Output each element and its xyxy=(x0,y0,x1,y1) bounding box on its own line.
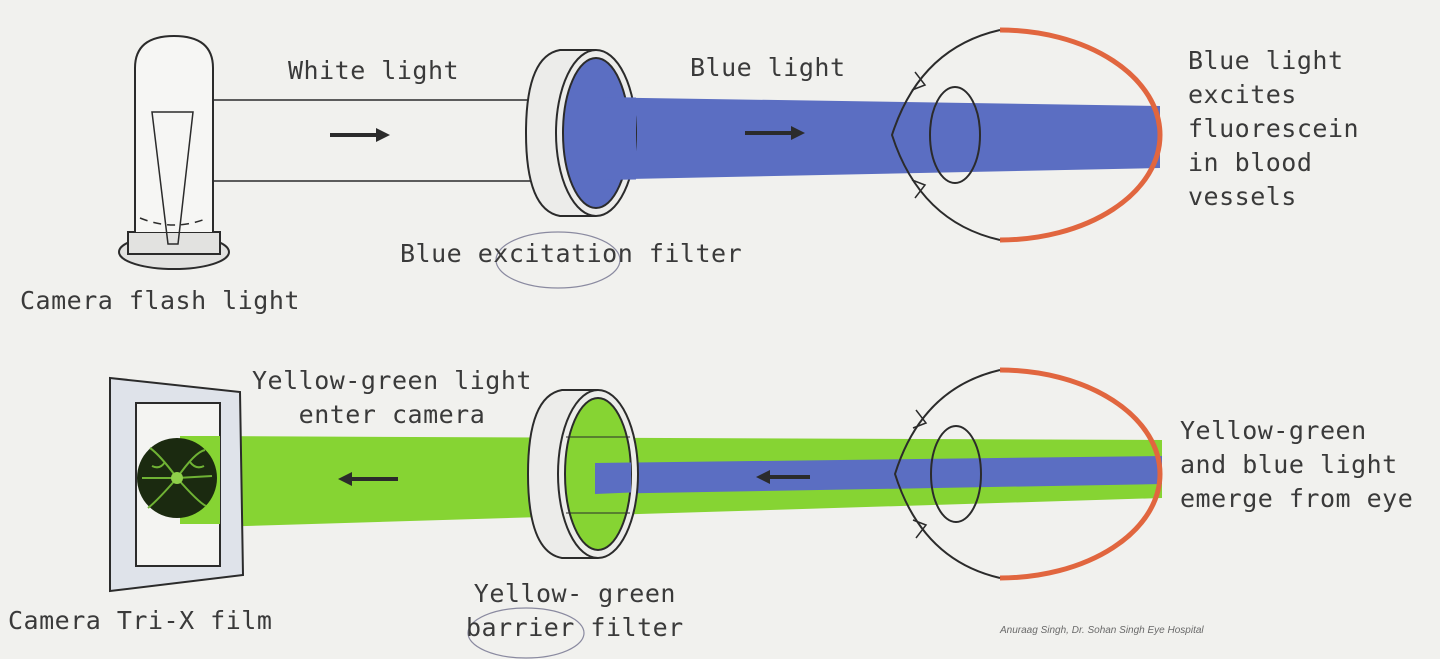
blue-excites-line: vessels xyxy=(1188,182,1297,211)
eye-icon xyxy=(893,367,1163,581)
blue-excites-line: in blood xyxy=(1188,148,1313,177)
image-credit: Anuraag Singh, Dr. Sohan Singh Eye Hospi… xyxy=(1000,625,1204,636)
barrier-filter-line: Yellow- green xyxy=(473,579,676,608)
arrow-icon xyxy=(756,470,810,484)
yg-enter-line: Yellow-green light xyxy=(252,366,532,395)
yg-enter-line: enter camera xyxy=(298,400,486,429)
yg-emerge-line: Yellow-green xyxy=(1180,416,1367,445)
blue-light-beam xyxy=(582,97,1160,180)
excitation-filter-label: Blue excitation filter xyxy=(400,239,743,268)
fundus-image-icon xyxy=(137,438,217,518)
blue-light-beam-exit xyxy=(600,97,636,180)
white-light-label: White light xyxy=(288,56,460,85)
yg-emerge-line: emerge from eye xyxy=(1180,484,1414,513)
flash-lamp-icon xyxy=(118,34,230,270)
barrier-filter-line: barrier filter xyxy=(466,613,684,642)
barrier-edge-lines xyxy=(566,436,630,514)
blue-excites-line: Blue light xyxy=(1188,46,1344,75)
blue-excites-line: excites xyxy=(1188,80,1297,109)
blue-excites-line: fluorescein xyxy=(1188,114,1360,143)
yellow-green-emerge-label: Yellow-green and blue light emerge from … xyxy=(1180,414,1413,516)
yg-emerge-line: and blue light xyxy=(1180,450,1398,479)
filtered-blue-beam xyxy=(595,462,631,494)
flash-light-label: Camera flash light xyxy=(20,286,300,315)
blue-excites-label: Blue light excites fluorescein in blood … xyxy=(1188,44,1359,214)
returning-blue-light-beam xyxy=(595,456,1162,494)
pen-annotation xyxy=(467,231,621,659)
white-light-beam xyxy=(213,99,540,182)
arrow-icon xyxy=(745,126,805,140)
yellow-green-enter-label: Yellow-green light enter camera xyxy=(252,364,532,432)
arrow-icon xyxy=(338,472,398,486)
blue-light-label: Blue light xyxy=(690,53,846,82)
film-label: Camera Tri-X film xyxy=(8,606,273,635)
barrier-filter-label: Yellow- green barrier filter xyxy=(466,577,684,645)
arrow-icon xyxy=(330,128,390,142)
eye-icon xyxy=(890,27,1163,243)
